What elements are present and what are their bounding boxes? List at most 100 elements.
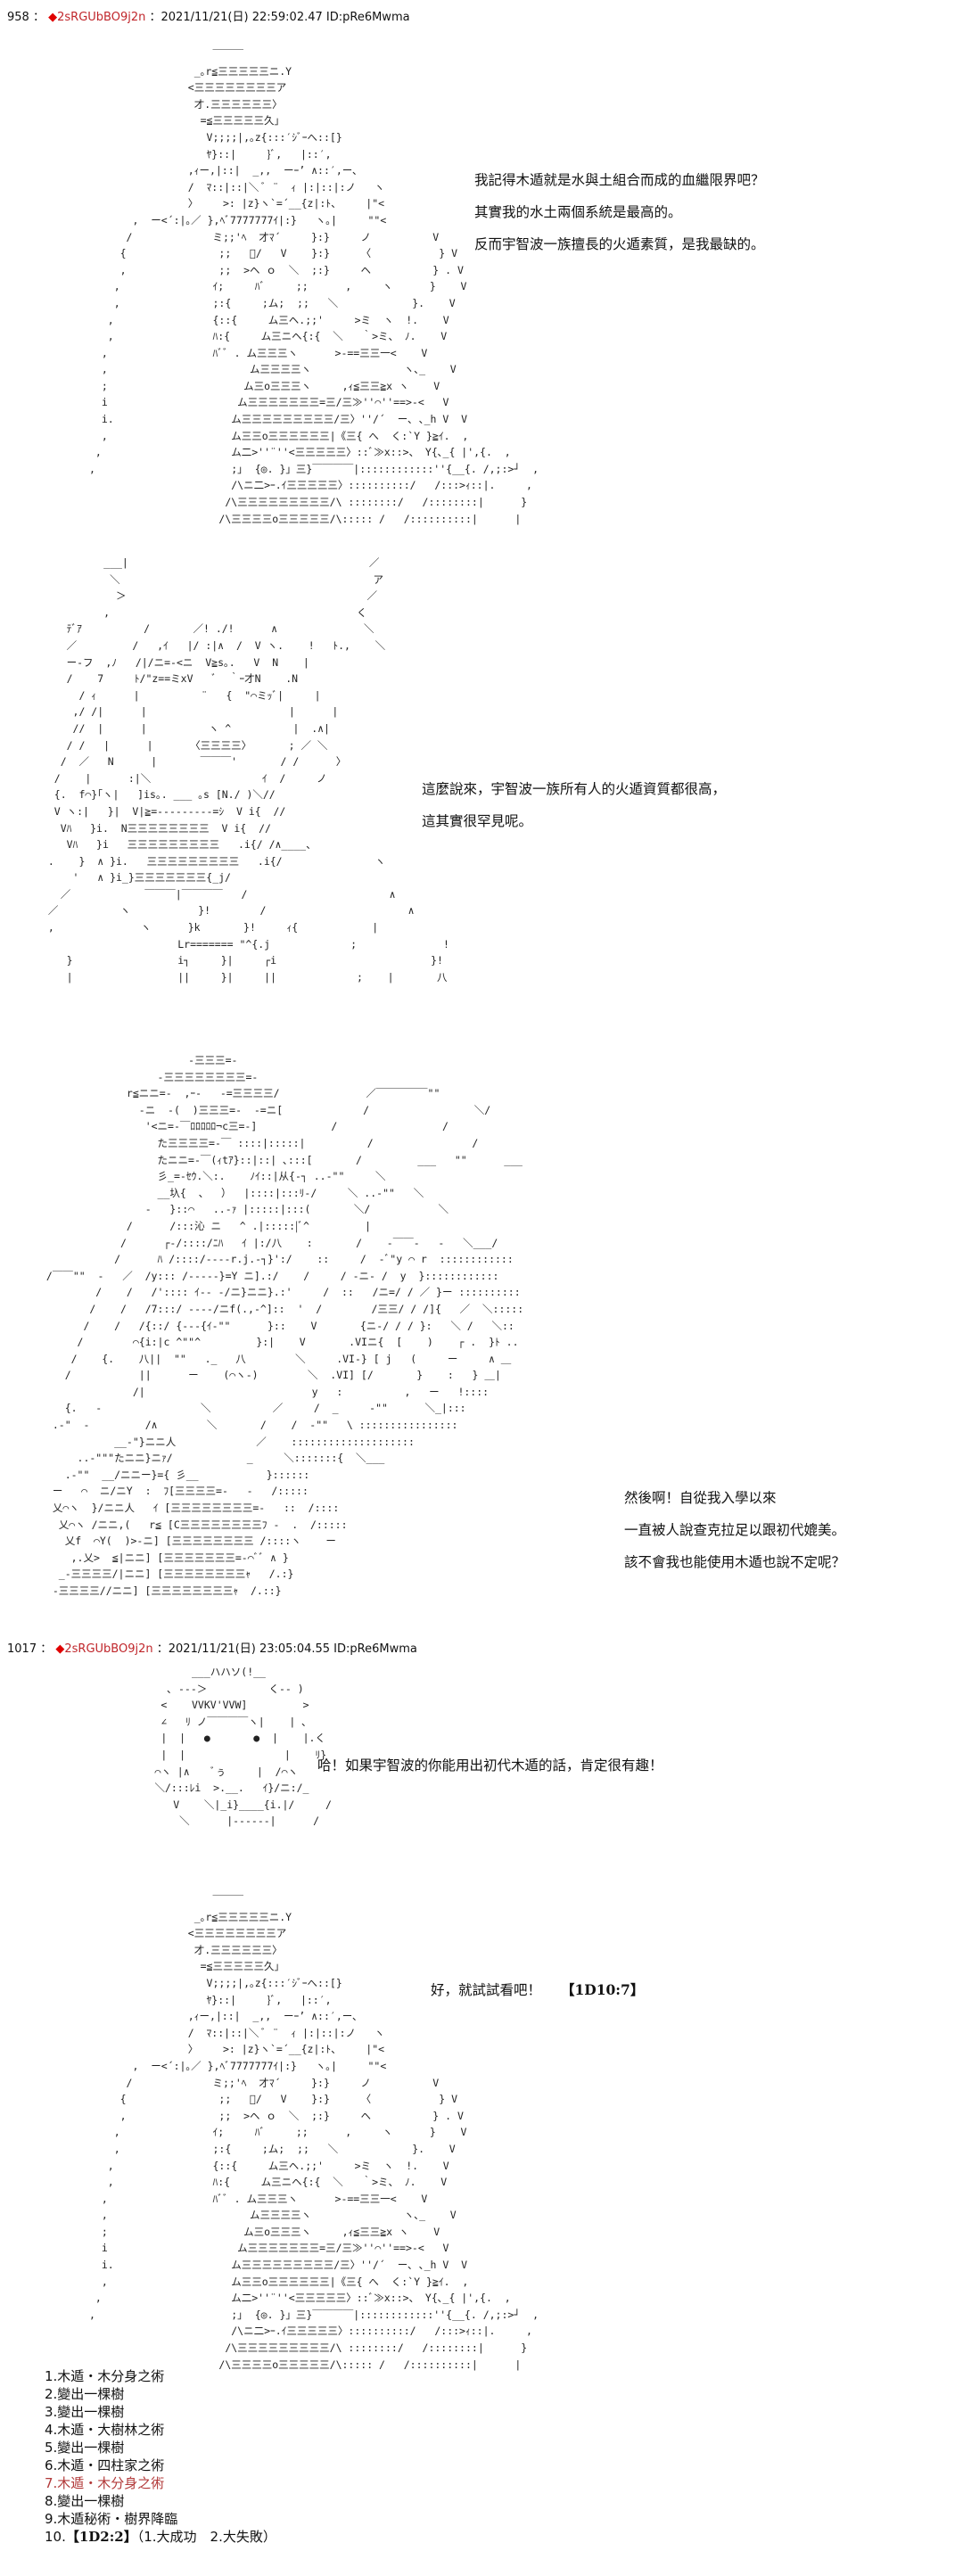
ascii-art-line: __圦{ 、 ） |::::|:::ﾘ-/ ＼ ..-"" ＼ (40, 1186, 424, 1199)
ascii-art-line: =≦三三三三三久」 (89, 1960, 284, 1973)
ascii-art-line: , ヽ }k }! ｨ{ | (36, 921, 379, 934)
ascii-art-scene3: -三三三=- -三三三三三三三三=- r≦ニニ=- ,ｰ- -=三三三三/ ／￣… (40, 1052, 523, 1600)
ascii-art-line: ,ｨー,|::| _,, ーｰ’ ∧::′,ー､ (89, 2010, 358, 2023)
ascii-art-line: た三三三三=-￣ ::::|:::::| / / (40, 1136, 479, 1149)
item-number: 10. (45, 2529, 66, 2545)
ascii-art-line: , ;:{ ;ム; ;; ＼ }. V (89, 2142, 456, 2155)
ascii-art-tobirama-1: ￣￣￣ _｡r≦三三三三三ニ.Y <三三三三三三三三ア 才.三三三三三三〉 =≦… (89, 46, 539, 527)
ascii-art-line: , ｲ; ﾊﾞ ;; , ヽ } V (89, 280, 467, 293)
dialog-scene3: 然後啊！自從我入學以來 一直被人說查克拉足以跟初代媲美。 該不會我也能使用木遁也… (624, 1482, 845, 1578)
ascii-art-line: ､ ---＞ く-- ) (111, 1682, 304, 1695)
ascii-art-line: / 7 ﾄ/"z==ミxV ﾞ ｀ｰ才N .N (36, 672, 299, 686)
ascii-art-line: V;;;;|,｡z{:::′ｼﾞｰへ::[} (89, 130, 342, 144)
ascii-art-line: /| y : , ー !:::: (40, 1385, 490, 1398)
ascii-art-line: ＞ ／ (36, 589, 378, 603)
ascii-art-line: ⌒ヽ |∧ ﾞぅ | /⌒ヽ (111, 1765, 298, 1778)
ascii-art-line: . } ∧ }i. 三三三三三三三三三 .i{/ ヽ (36, 854, 385, 868)
ascii-art-line: ／ / ,ｲ |/ :|∧ / V ヽ. ! ﾄ., ＼ (36, 638, 386, 652)
ascii-art-line: /\ニ二>ｰ.ｲ三三三三三〉::::::::::/ /:::>ｨ::|. , (89, 2325, 532, 2338)
ascii-art-line: / ┌-/::::/ﾆﾊ ｲ |:/八 : / -￣￣- - ＼___/ (40, 1236, 498, 1249)
trip-diamond-icon: ◆ (55, 1642, 65, 1656)
roll-list-item-selected: 7.木遁・木分身之術 (45, 2475, 165, 2491)
ascii-art-line: =≦三三三三三久」 (89, 114, 284, 128)
post-header-958: 958 ： ◆2sRGUbBO9j2n ：2021/11/21(日) 22:59… (7, 7, 410, 24)
ascii-art-line: / / /7:::/ ----/ニf(.,-^]:: ' / /三三/ / /]… (40, 1302, 524, 1315)
ascii-art-tobirama-2: ￣￣￣ _｡r≦三三三三三ニ.Y <三三三三三三三三ア 才.三三三三三三〉 =≦… (89, 1892, 539, 2373)
ascii-art-line: / ⌒{i:|c ^""^ }:| V .VIニ{ [ ) ┌ . }ﾄ .. (40, 1336, 519, 1349)
ascii-art-line: /\三三三三o三三三三三/\::::: / /::::::::::| | (89, 512, 522, 525)
ascii-art-line: / || ー (⌒ヽ-) ＼ .VI] [/ } : } ＿| (40, 1369, 501, 1382)
ascii-art-line: ／ ￣￣￣|￣￣￣￣ / ∧ (36, 887, 396, 901)
ascii-art-line: ,/ /| | | | (36, 705, 339, 719)
roll-list: 1.木遁・木分身之術 2.變出一棵樹 3.變出一棵樹 4.木遁・大樹林之術 5.… (45, 2367, 276, 2546)
ascii-art-line: -三三三三三三三三=- (40, 1070, 259, 1083)
ascii-art-line: -三三三=- (40, 1054, 238, 1066)
trip-diamond-icon: ◆ (48, 11, 58, 24)
ascii-art-line: , ー<´:|｡／ },ﾍﾞ7777777ｲ|:} ヽ｡| ""< (89, 2059, 387, 2072)
ascii-art-line: , ﾊ:{ ム三ニヘ{:{ ＼ ｀>ミ、 ﾉ. V (89, 2176, 448, 2189)
ascii-art-line: ,ｨー,|::| _,, ーｰ’ ∧::′,ー､ (89, 164, 358, 177)
ascii-art-line: ー-フ ,ﾉ /|/ニ=-<ニ V≧s｡. V N | (36, 655, 309, 669)
ascii-art-line: , ム三三o三三三三三三|《三{ へ く:`Y }≧ｲ. , (89, 429, 469, 442)
ascii-art-line: /\三三三三三三三三三/\ ::::::::/ /::::::::| } (89, 496, 528, 509)
dialog-line: 該不會我也能使用木遁也說不定呢？ (624, 1554, 846, 1570)
ascii-art-line: , ﾊ:{ ム三ニヘ{:{ ＼ ｀>ミ、 ﾉ. V (89, 330, 448, 343)
dialog-line: 反而宇智波一族擅長的火遁素質，是我最缺的。 (474, 236, 765, 252)
ascii-art-line: , ;｣ {◎. }」三}￣￣￣￣|::::::::::::''{__{. /,… (89, 462, 539, 475)
ascii-art-line: ﾔ}::| }ﾞ, |::′, (89, 1993, 332, 2006)
roll-list-item: 4.木遁・大樹林之術 (45, 2422, 165, 2438)
ascii-art-line: r≦ニニ=- ,ｰ- -=三三三三/ ／￣￣￣￣￣"" (40, 1087, 440, 1100)
ascii-art-line: < VVKV'VVW] > (111, 1699, 309, 1712)
ascii-art-line: / ミ;;'ﾍ 才ﾏ´ }:} ノ V (89, 230, 440, 243)
ascii-art-line: / ミ;;'ﾍ 才ﾏ´ }:} ノ V (89, 2076, 440, 2089)
dialog-scene1: 我記得木遁就是水與土組合而成的血繼限界吧？ 其實我的水土兩個系統是最高的。 反而… (474, 164, 765, 260)
ascii-art-line: , ム二>''¨''<三三三三三〉::ﾞ≫x::>、 Y{､_{ |',{. , (89, 446, 511, 459)
ascii-art-line: たニニ=-￣(ｨtｱ}::|::| ､:::[ / ___ "" ___ (40, 1153, 523, 1166)
roll-list-item: 6.木遁・四柱家之術 (45, 2457, 165, 2473)
ascii-art-line: / | :|＼ ｲ / ノ (36, 771, 327, 785)
dialog-scene4: 哈！如果宇智波的你能用出初代木遁的話，肯定很有趣！ (317, 1749, 663, 1782)
ascii-art-line: 〉 >: |z}ヽ`=´__{z|:ﾄ、 |"< (89, 2043, 385, 2056)
ascii-art-line: {. f⌒}｢ヽ| ]is｡. ___ ｡s [N./ )＼// (36, 788, 276, 802)
roll-list-item: 2.變出一棵樹 (45, 2386, 125, 2402)
ascii-art-line: i. ム三三三三三三三三三/三〉''/´ ー､ ､_h V V (89, 2259, 468, 2272)
ascii-art-line: , {::{ ム三ヘ.;;' >ミ ヽ !. V (89, 313, 449, 326)
ascii-art-line: ￣￣￣ (89, 48, 243, 61)
roll-list-item: 5.變出一棵樹 (45, 2440, 125, 2456)
ascii-art-line: , {::{ ム三ヘ.;;' >ミ ヽ !. V (89, 2159, 449, 2172)
ascii-art-line: / ／ N | ￣￣￣' / / 〉 (36, 755, 347, 769)
tripcode[interactable]: 2sRGUbBO9j2n (57, 11, 146, 24)
ascii-art-line: / ｨ | ¨ { "⌒ミｯﾞ| | (36, 688, 321, 702)
separator: ： (40, 1642, 53, 1656)
ascii-art-line: , ム三三三三ヽ ヽ､_ V (89, 363, 457, 376)
ascii-art-line: -三三三三//ニニ] [三三三三三三三三ｬ /.::} (40, 1584, 282, 1597)
ascii-art-line: , ム二>''¨''<三三三三三〉::ﾞ≫x::>、 Y{､_{ |',{. , (89, 2292, 511, 2305)
ascii-art-line: ,.乂> ≦|ニニ] [三三三三三三三=-⌒ﾞﾞ ∧ } (40, 1551, 289, 1564)
ascii-art-line: | || }| || ; | 八 (36, 970, 448, 983)
ascii-art-line: , く (36, 605, 367, 619)
roll-list-item: 1.木遁・木分身之術 (45, 2368, 165, 2384)
post-number: 958 (7, 11, 29, 24)
dialog-line: 一直被人說查克拉足以跟初代媲美。 (624, 1522, 846, 1538)
post-number: 1017 (7, 1642, 37, 1656)
ascii-art-line: ' ∧ }i_}三三三三三三三{_j/ (36, 871, 231, 885)
roll-list-item: 8.變出一棵樹 (45, 2493, 125, 2509)
ascii-art-line: _｡r≦三三三三三ニ.Y (89, 64, 292, 78)
ascii-art-line: Lr======= "^{.j ; ! (36, 937, 449, 951)
ascii-art-face: ___ハハソ(!__ ､ ---＞ く-- ) < VVKV'VVW] > ∠ … (111, 1664, 332, 1830)
ascii-art-line: ∠ ﾘ ノ￣￣￣￣ヽ| | ､ (111, 1715, 307, 1728)
tripcode[interactable]: 2sRGUbBO9j2n (64, 1642, 153, 1656)
ascii-art-line: V ＼|_i}____{i.|/ / (111, 1798, 332, 1811)
ascii-art-line: -ニ -( )三三三=- -=ニ[ / ＼/ (40, 1103, 491, 1116)
ascii-art-line: V;;;;|,｡z{:::′ｼﾞｰへ::[} (89, 1976, 342, 1989)
ascii-art-line: / {. 八|| "" ._ 八 ＼ .VI-} [ j ( ー ∧ ＿ (40, 1352, 512, 1365)
ascii-art-line: 乂⌒ヽ /ニニ,( r≦ [C三三三三三三三三ﾌ - . /::::: (40, 1518, 348, 1531)
ascii-art-line: ; ム三o三三三ヽ ,ｨ≦三三≧x ヽ V (89, 2225, 440, 2238)
ascii-art-line: 乂⌒ヽ }/ニニ人 ｲ [三三三三三三三三=- :: /:::: (40, 1502, 340, 1515)
ascii-art-line: , ;:{ ;ム; ;; ＼ }. V (89, 296, 456, 309)
ascii-art-line: / ﾏ::|::|＼ ﾞ ¨ ｨ |:|::|:ノ ヽ (89, 2026, 385, 2039)
ascii-art-line: ..-"""たニニ}ニｧ/ _ ＼:::::::{ ＼___ (40, 1452, 385, 1465)
ascii-art-line: / / /{::/ {---{ｲ-"" }:: V {ニ-/ / / }: ＼ … (40, 1319, 514, 1332)
ascii-art-naruto: ___| ／ ＼ ア ＞ ／ , (36, 555, 449, 985)
ascii-art-line: i ム三三三三三三三=三/三≫''⌒''==>-< V (89, 2242, 449, 2255)
